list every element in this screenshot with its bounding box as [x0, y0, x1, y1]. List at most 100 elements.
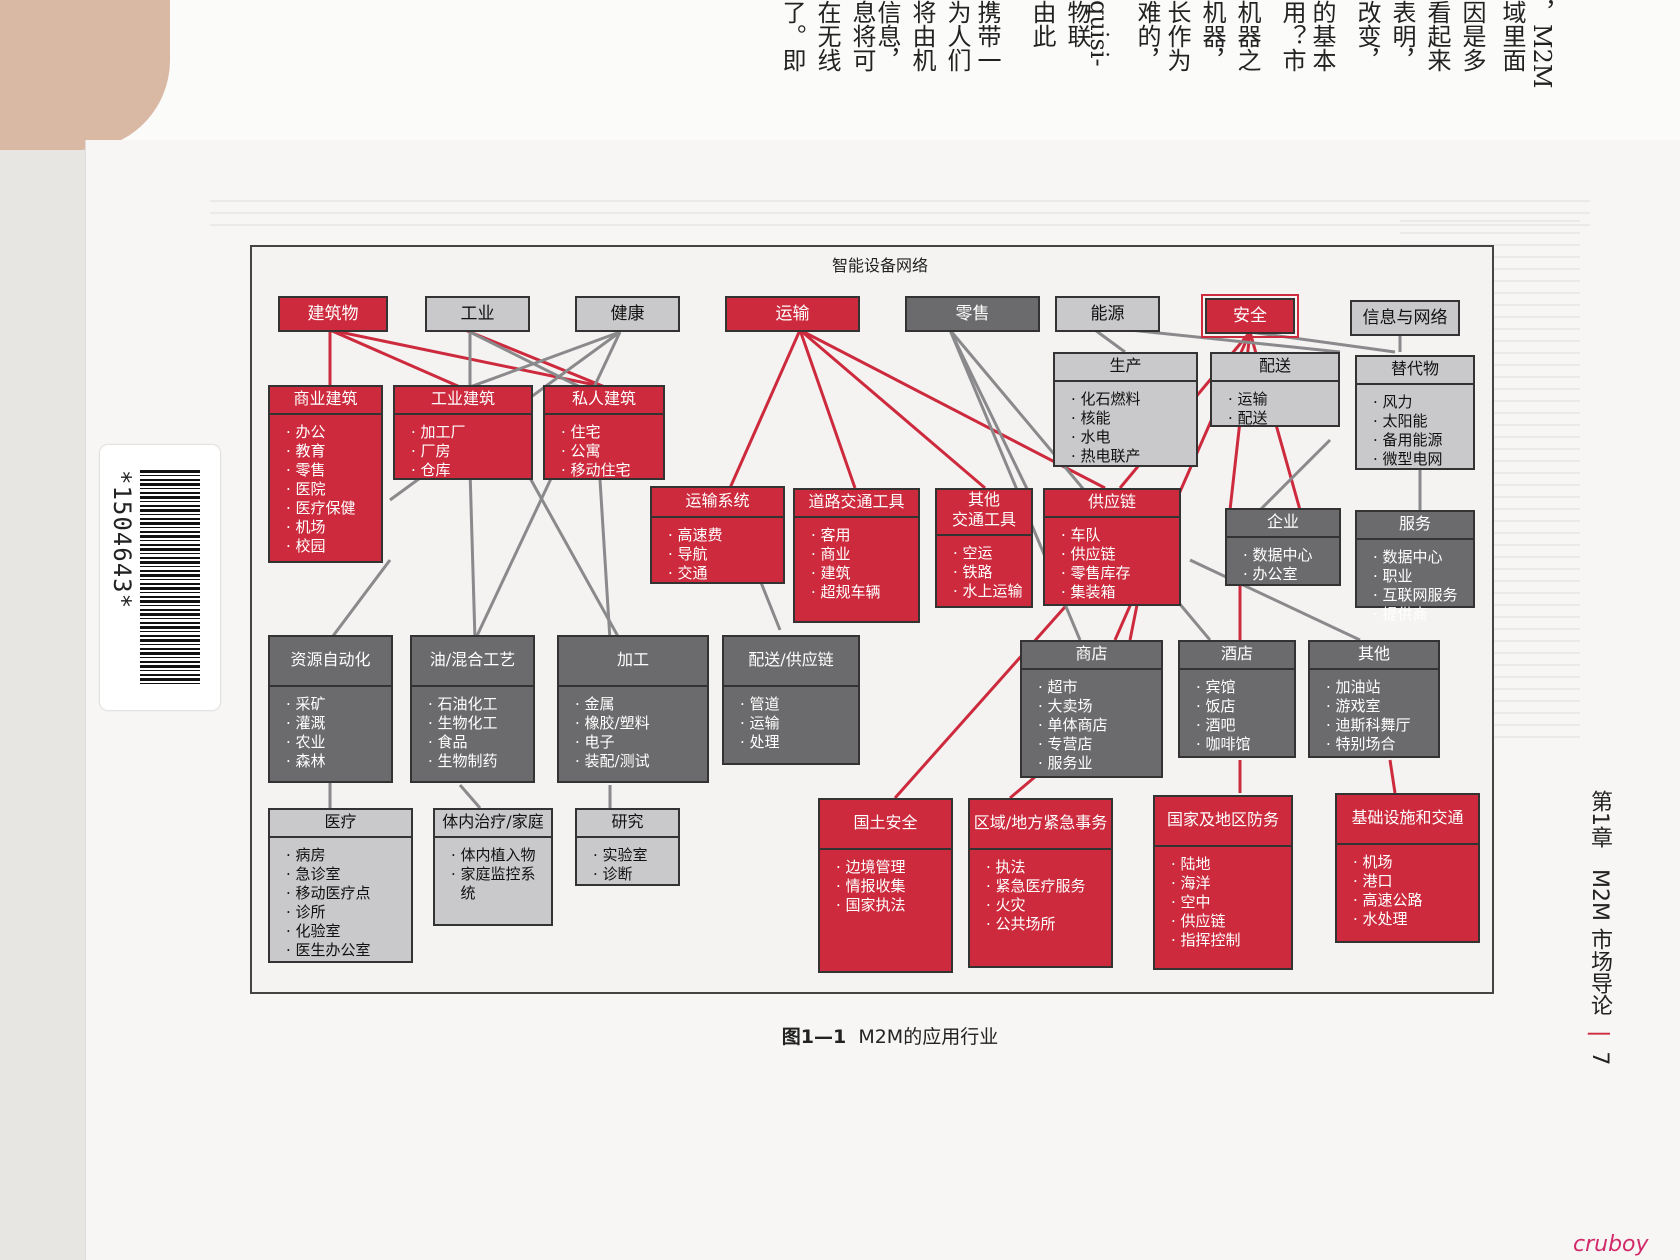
- node-item: · 办公室: [1243, 565, 1298, 583]
- chapter-title: M2M 市场导论: [1587, 868, 1612, 1016]
- node-item: · 电子: [575, 733, 615, 751]
- node-item: · 国家执法: [836, 896, 906, 914]
- node-commercial: 商业建筑· 办公· 教育· 零售· 医院· 医疗保健· 机场· 校园: [268, 385, 383, 563]
- node-item: · 移动住宅: [561, 461, 631, 479]
- node-item: · 单体商店: [1038, 716, 1108, 734]
- node-item: · 化石燃料: [1071, 390, 1141, 408]
- node-items: · 采矿· 灌溉· 农业· 森林: [286, 695, 385, 771]
- node-item: · 厂房: [411, 442, 451, 460]
- category-header: 建筑物: [278, 296, 388, 332]
- node-item: · 校园: [286, 537, 326, 555]
- node-item: · 橡胶/塑料: [575, 714, 650, 732]
- node-items: · 管道· 运输· 处理: [740, 695, 852, 752]
- node-medical: 医疗· 病房· 急诊室· 移动医疗点· 诊所· 化验室· 医生办公室: [268, 808, 413, 963]
- node-title: 道路交通工具: [795, 490, 918, 518]
- running-header: 第1章 M2M 市场导论 | 7: [1583, 790, 1615, 1065]
- node-invivo: 体内治疗/家庭· 体内植入物· 家庭监控系 统: [433, 808, 553, 926]
- node-title: 其他 交通工具: [937, 490, 1031, 536]
- node-item: · 提供商: [1373, 605, 1428, 623]
- node-item: · 空中: [1171, 893, 1211, 911]
- node-title: 商店: [1022, 642, 1161, 670]
- header-separator: |: [1587, 1029, 1612, 1038]
- previous-page-column: 机器之: [1233, 0, 1261, 72]
- previous-page-column: quisi-: [1085, 0, 1113, 67]
- node-items: · 数据中心· 办公室: [1243, 546, 1333, 584]
- category-header: 工业: [425, 296, 530, 332]
- node-item: · 加工厂: [411, 423, 466, 441]
- node-item: · 空运: [953, 544, 993, 562]
- node-items: · 边境管理· 情报收集· 国家执法: [836, 858, 945, 915]
- node-items: · 宾馆· 饭店· 酒吧· 咖啡馆: [1196, 678, 1288, 754]
- node-item: · 办公: [286, 423, 326, 441]
- node-item: · 宾馆: [1196, 678, 1236, 696]
- node-item: · 采矿: [286, 695, 326, 713]
- node-items: · 高速费· 导航· 交通: [668, 526, 777, 583]
- node-item: · 病房: [286, 846, 326, 864]
- node-industrial: 工业建筑· 加工厂· 厂房· 仓库: [393, 385, 533, 480]
- node-title: 替代物: [1357, 357, 1473, 385]
- node-item: · 迪斯科舞厅: [1326, 716, 1411, 734]
- node-items: · 超市· 大卖场· 单体商店· 专营店· 服务业: [1038, 678, 1155, 773]
- node-item: · 紧急医疗服务: [986, 877, 1086, 895]
- node-title: 配送: [1212, 354, 1338, 382]
- node-item: · 生物化工: [428, 714, 498, 732]
- previous-page-column: 域里面: [1498, 0, 1526, 72]
- node-title: 生产: [1055, 354, 1196, 382]
- node-items: · 运输· 配送: [1228, 390, 1332, 428]
- node-item: · 港口: [1353, 872, 1393, 890]
- node-item: · 互联网服务: [1373, 586, 1458, 604]
- node-items: · 机场· 港口· 高速公路· 水处理: [1353, 853, 1472, 929]
- node-item: · 车队: [1061, 526, 1101, 544]
- node-title: 其他: [1310, 642, 1438, 670]
- node-item: · 风力: [1373, 393, 1413, 411]
- node-item: · 化验室: [286, 922, 341, 940]
- node-item: · 大卖场: [1038, 697, 1093, 715]
- node-title: 运输系统: [652, 488, 783, 518]
- node-item: · 集装箱: [1061, 583, 1116, 601]
- previous-page-column: ，M2M: [1528, 0, 1556, 89]
- node-item: · 超市: [1038, 678, 1078, 696]
- node-item: · 管道: [740, 695, 780, 713]
- node-regional: 区域/地方紧急事务· 执法· 紧急医疗服务· 火灾· 公共场所: [968, 798, 1113, 968]
- previous-page-column: 看起来: [1423, 0, 1451, 72]
- node-service: 服务· 数据中心· 职业· 互联网服务· 提供商: [1355, 510, 1475, 623]
- chapter-label: 第1章: [1587, 790, 1612, 848]
- node-item: · 零售: [286, 461, 326, 479]
- node-title: 酒店: [1180, 642, 1294, 670]
- previous-page-column: 用？市: [1278, 0, 1306, 72]
- category-header: 健康: [575, 296, 680, 332]
- previous-page-column: 由此: [1028, 0, 1056, 48]
- node-enterprise: 企业· 数据中心· 办公室: [1225, 508, 1341, 586]
- previous-page-column: 难的，: [1133, 0, 1161, 72]
- node-transport_sys: 运输系统 · 高速费· 导航· 交通: [650, 486, 785, 584]
- previous-page-column: 为人们: [943, 0, 971, 72]
- node-item: · 仓库: [411, 461, 451, 479]
- node-item: · 诊断: [593, 865, 633, 883]
- node-item: · 专营店: [1038, 735, 1093, 753]
- category-header: 信息与网络: [1350, 300, 1460, 336]
- node-item: · 实验室: [593, 846, 648, 864]
- node-item: · 装配/测试: [575, 752, 650, 770]
- previous-page-column: 信息，: [873, 0, 901, 72]
- node-items: · 住宅· 公寓· 移动住宅: [561, 423, 657, 480]
- node-item: · 供应链: [1061, 545, 1116, 563]
- node-item: · 备用能源: [1373, 431, 1443, 449]
- barcode-sticker: *1504643*: [100, 445, 220, 710]
- node-items: · 实验室· 诊断: [593, 846, 672, 884]
- previous-page-column: 将由机: [908, 0, 936, 72]
- node-store: 商店 · 超市· 大卖场· 单体商店· 专营店· 服务业: [1020, 640, 1163, 778]
- node-item: · 数据中心: [1373, 548, 1443, 566]
- node-road: 道路交通工具 · 客用· 商业· 建筑· 超规车辆: [793, 488, 920, 623]
- node-items: · 加工厂· 厂房· 仓库: [411, 423, 525, 480]
- node-item: · 交通: [668, 564, 708, 582]
- node-item: · 医疗保健: [286, 499, 356, 517]
- node-item: · 铁路: [953, 563, 993, 581]
- node-item: · 水上运输: [953, 582, 1023, 600]
- node-title: 资源自动化: [270, 637, 391, 687]
- node-item: · 数据中心: [1243, 546, 1313, 564]
- barcode-number: *1504643*: [108, 470, 136, 610]
- node-item: · 诊所: [286, 903, 326, 921]
- node-item: · 游戏室: [1326, 697, 1381, 715]
- node-items: · 客用· 商业· 建筑· 超规车辆: [811, 526, 912, 602]
